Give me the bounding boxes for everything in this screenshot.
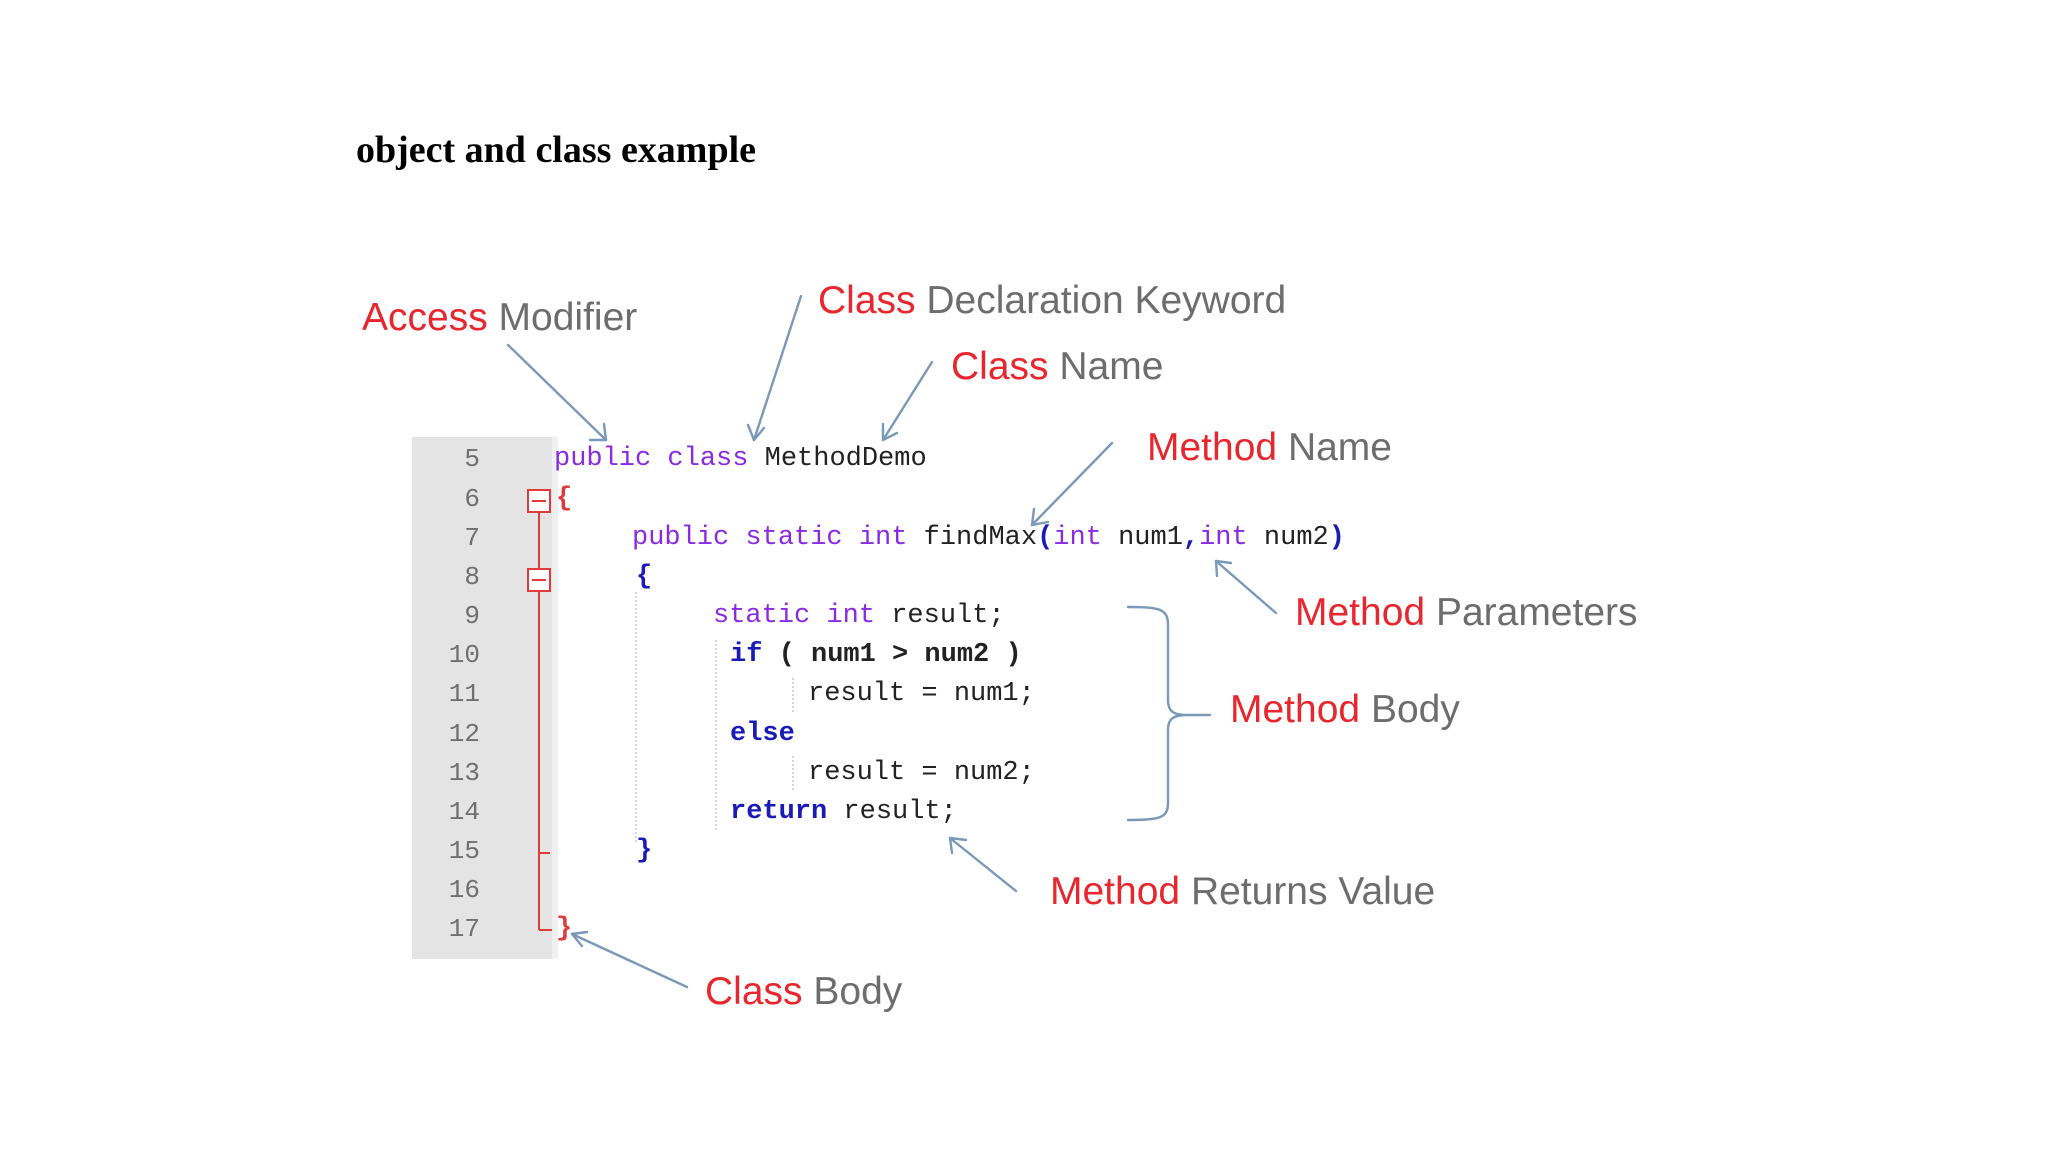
code-text: result; <box>891 601 1005 631</box>
code-line-7: public static int findMax(int num1,int n… <box>632 523 1345 553</box>
line-number: 14 <box>448 797 480 827</box>
label-class-declaration-keyword: Class Declaration Keyword <box>818 279 1286 323</box>
label-method-parameters: Method Parameters <box>1295 591 1638 635</box>
label-gray: Body <box>813 970 903 1013</box>
bracket-method-body <box>1126 605 1212 822</box>
keyword-static: static <box>713 601 811 631</box>
paren-open: ( <box>1037 523 1054 553</box>
label-gray: Name <box>1059 345 1164 388</box>
label-red: Method <box>1230 688 1361 731</box>
label-gray: Name <box>1287 426 1392 469</box>
code-line-6: { <box>556 484 572 514</box>
class-open-brace: { <box>556 484 573 514</box>
param-name: num1 <box>1118 523 1183 553</box>
code-text: ( num1 > num2 ) <box>778 640 1022 670</box>
param-name: num2 <box>1263 523 1329 553</box>
page-title: object and class example <box>356 129 757 171</box>
arrow-class-name <box>881 360 934 442</box>
code-line-15: } <box>636 836 652 866</box>
label-gray: Declaration Keyword <box>926 279 1287 322</box>
keyword-public: public <box>632 523 730 553</box>
line-number: 9 <box>464 601 480 631</box>
label-red: Class <box>705 970 803 1013</box>
keyword-else: else <box>730 719 795 749</box>
arrow-method-returns <box>948 836 1018 893</box>
class-name: MethodDemo <box>764 444 927 474</box>
line-number: 13 <box>448 758 480 788</box>
line-number: 5 <box>464 444 480 474</box>
label-class-body: Class Body <box>705 970 902 1014</box>
label-gray: Parameters <box>1435 591 1638 634</box>
code-line-5: public class MethodDemo <box>554 444 927 474</box>
paren-close: ) <box>1328 523 1345 553</box>
code-line-17: } <box>556 914 572 944</box>
arrow-access-modifier <box>506 343 608 442</box>
keyword-static: static <box>745 523 843 553</box>
label-method-body: Method Body <box>1230 688 1460 732</box>
class-close-brace: } <box>556 914 573 944</box>
line-number: 17 <box>448 914 480 944</box>
code-line-8: { <box>636 562 652 592</box>
param-type: int <box>1053 523 1102 553</box>
label-class-name: Class Name <box>951 345 1163 389</box>
line-number: 10 <box>448 640 480 670</box>
code-line-12: else <box>730 719 795 749</box>
method-open-brace: { <box>636 562 653 592</box>
method-name: findMax <box>923 523 1038 553</box>
keyword-if: if <box>730 640 763 670</box>
code-line-13: result = num2; <box>808 758 1035 788</box>
label-method-name: Method Name <box>1147 426 1392 470</box>
label-method-returns-value: Method Returns Value <box>1050 870 1435 914</box>
arrow-class-body <box>570 930 689 989</box>
keyword-int: int <box>858 523 908 553</box>
line-number: 8 <box>464 562 480 592</box>
code-line-11: result = num1; <box>808 679 1035 709</box>
line-number: 11 <box>448 679 480 709</box>
arrow-method-parameters <box>1214 559 1278 615</box>
label-gray: Returns Value <box>1190 870 1436 913</box>
arrow-method-name <box>1030 441 1114 527</box>
keyword-int: int <box>826 601 876 631</box>
code-line-10: if ( num1 > num2 ) <box>730 640 1022 670</box>
gutter-edge <box>552 437 558 959</box>
label-gray: Body <box>1370 688 1460 731</box>
label-access-modifier: Access Modifier <box>362 296 637 340</box>
code-line-14: return result; <box>730 797 957 827</box>
line-number: 7 <box>464 523 480 553</box>
label-red: Method <box>1050 870 1181 913</box>
keyword-public: public <box>554 444 652 474</box>
label-red: Class <box>951 345 1049 388</box>
label-red: Class <box>818 279 916 322</box>
label-red: Method <box>1147 426 1278 469</box>
label-red: Method <box>1295 591 1426 634</box>
arrow-class-keyword <box>746 294 803 442</box>
code-text: result = num2; <box>808 758 1035 788</box>
line-number: 15 <box>448 836 480 866</box>
code-text: result = num1; <box>808 679 1035 709</box>
keyword-return: return <box>730 797 828 827</box>
comma: , <box>1182 523 1200 553</box>
line-number: 16 <box>448 875 480 905</box>
code-line-9: static int result; <box>713 601 1005 631</box>
code-text: result; <box>843 797 957 827</box>
label-gray: Modifier <box>498 296 638 339</box>
label-red: Access <box>362 296 488 339</box>
line-number: 12 <box>448 719 480 749</box>
method-close-brace: } <box>636 836 653 866</box>
line-number-gutter <box>412 437 554 959</box>
param-type: int <box>1199 523 1248 553</box>
keyword-class: class <box>667 444 749 474</box>
line-number: 6 <box>464 484 480 514</box>
